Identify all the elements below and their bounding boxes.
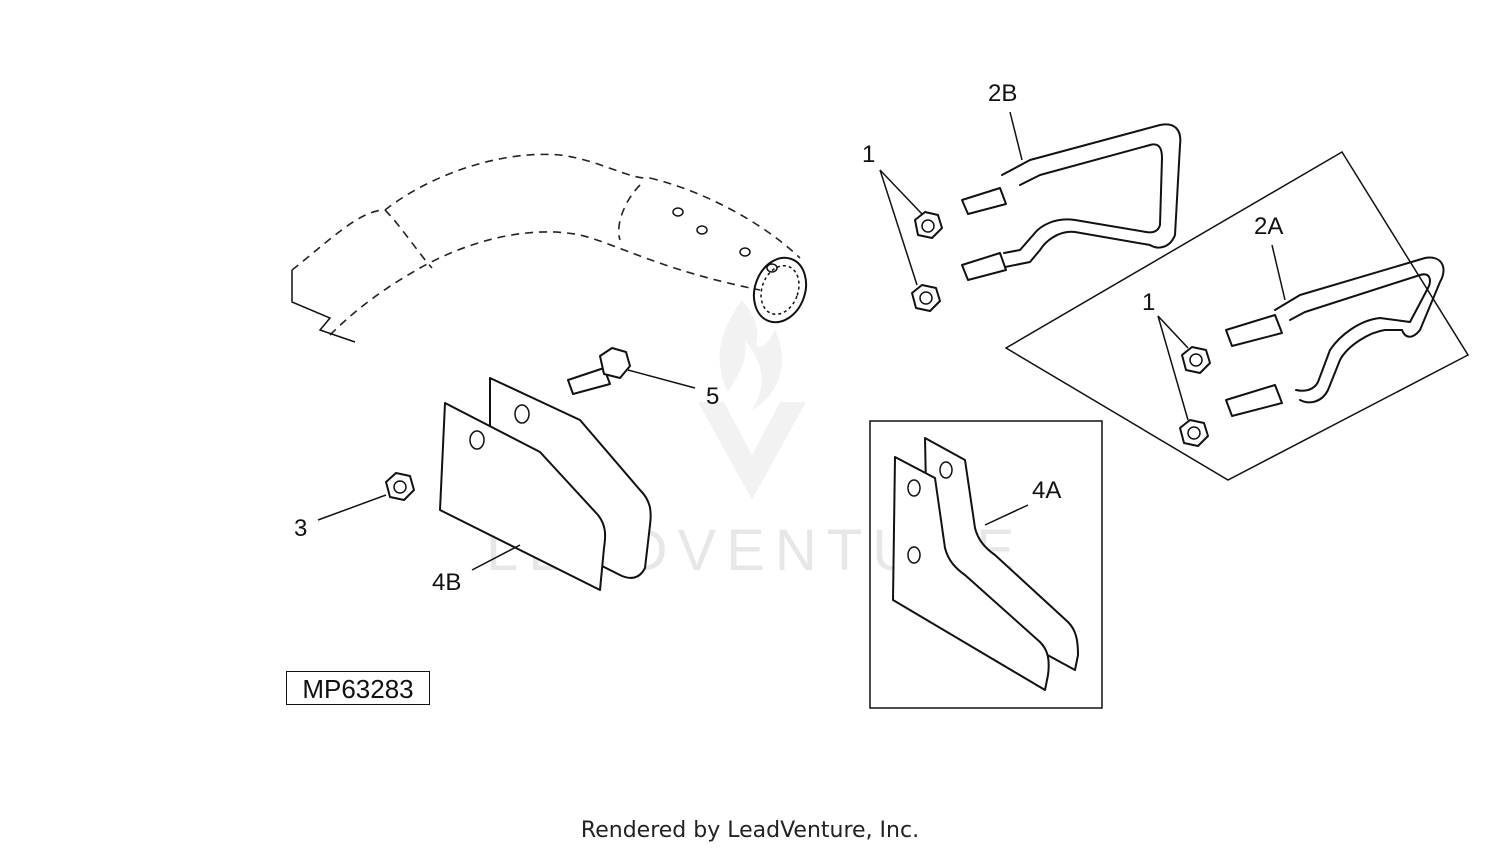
watermark-logo [698,300,806,500]
nut-1-upper-a [914,211,943,239]
shield-4b [439,377,652,591]
nut-1-lower-a [1181,346,1211,374]
footer-credit: Rendered by LeadVenture, Inc. [580,818,920,843]
shield-4a [892,437,1079,691]
u-rod-2a [1225,256,1445,417]
nut-3 [385,472,415,501]
callout-2b: 2B [988,80,1017,107]
callout-1-lower: 1 [1142,289,1155,316]
nut-1-upper-b [911,284,941,312]
callout-4a: 4A [1032,477,1061,504]
kit-4a-frame [869,420,1103,709]
callout-3: 3 [294,515,307,542]
callout-2a: 2A [1254,213,1283,240]
leader-lines [317,111,1286,571]
callout-1-upper: 1 [862,141,875,168]
nut-1-lower-b [1179,419,1209,447]
kit-2a-frame [1004,150,1470,481]
figure-id-label: MP63283 [286,671,430,705]
bolt-5 [567,347,631,395]
callout-5: 5 [706,383,719,410]
handlebar-phantom [291,153,808,343]
u-rod-2b [961,123,1182,281]
callout-4b: 4B [432,569,461,596]
